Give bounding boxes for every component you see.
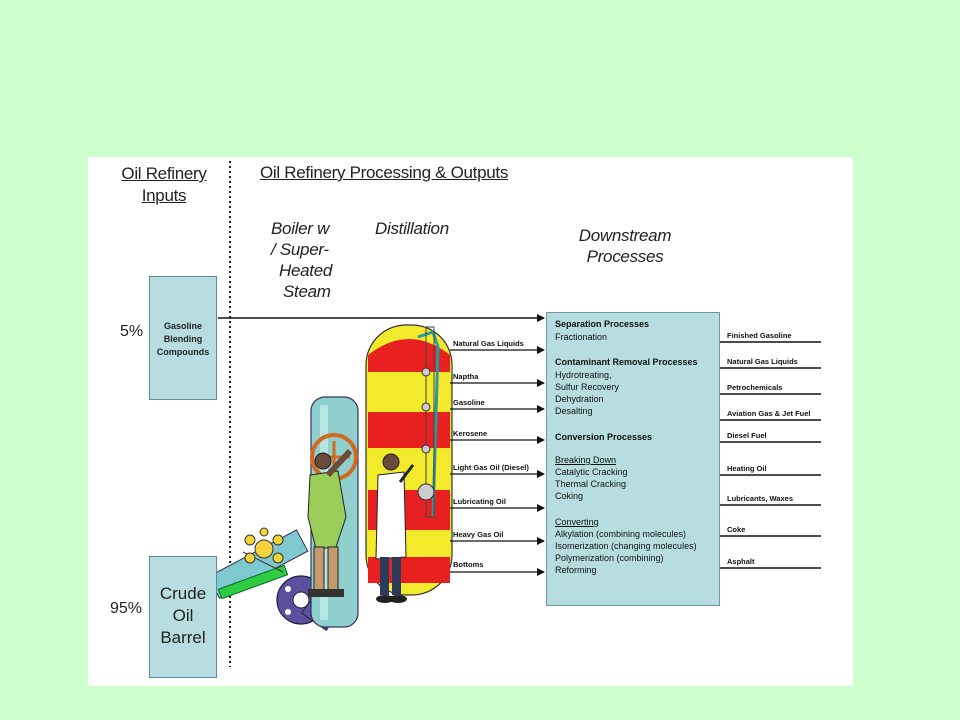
stream-label: Naptha — [453, 372, 479, 381]
stream-label: Light Gas Oil (Diesel) — [453, 463, 529, 472]
process-item: Desalting — [555, 406, 593, 416]
stream-label: Gasoline — [453, 398, 485, 407]
boiler-worker-illustration — [307, 448, 353, 597]
output-label: Petrochemicals — [727, 383, 783, 392]
inputs-header: Oil Refinery Inputs — [110, 163, 218, 207]
output-label: Lubricants, Waxes — [727, 494, 793, 503]
distillation-label: Distillation — [375, 219, 449, 238]
stream-label: Heavy Gas Oil — [453, 530, 504, 539]
downstream-label: Downstream Processes — [570, 225, 680, 267]
crude-line1: Crude — [159, 584, 207, 603]
stream-label: Bottoms — [453, 560, 484, 569]
downstream-label-line2: Processes — [586, 247, 664, 266]
crude-oil-barrel-box: Crude Oil Barrel — [149, 556, 217, 678]
process-item: Reforming — [555, 565, 597, 575]
downstream-processes-box: Separation Processes Fractionation Conta… — [546, 312, 720, 606]
output-label: Heating Oil — [727, 464, 767, 473]
blending-line2: Blending — [163, 334, 203, 344]
inputs-header-line2: Inputs — [141, 186, 187, 205]
blending-line1: Gasoline — [163, 321, 202, 331]
process-item: Hydrotreating, — [555, 370, 612, 380]
process-item: Thermal Cracking — [555, 479, 627, 489]
stream-label: Kerosene — [453, 429, 488, 438]
crude-line3: Barrel — [160, 628, 206, 647]
distillation-stream-arrows — [450, 346, 545, 576]
process-heading: Separation Processes — [555, 319, 650, 329]
blending-percent: 5% — [120, 323, 144, 340]
downstream-label-line1: Downstream — [578, 226, 672, 245]
scientist-illustration — [375, 453, 415, 603]
boiler-label-line2: / Super- — [271, 240, 329, 259]
inputs-header-line1: Oil Refinery — [121, 164, 207, 183]
stream-label: Natural Gas Liquids — [453, 339, 524, 348]
process-item: Coking — [555, 491, 584, 501]
process-item: Alkylation (combining molecules) — [555, 529, 687, 539]
boiler-label-line1: Boiler w — [271, 219, 330, 238]
process-heading: Contaminant Removal Processes — [555, 357, 698, 367]
process-subheading: Breaking Down — [555, 455, 617, 465]
diagram-panel: Oil Refinery Inputs Oil Refinery Process… — [88, 157, 853, 686]
processing-header: Oil Refinery Processing & Outputs — [260, 163, 509, 182]
process-item: Polymerization (combining) — [555, 553, 664, 563]
process-item: Dehydration — [555, 394, 604, 404]
crude-box-text: Crude Oil Barrel — [150, 583, 216, 649]
process-item: Catalytic Cracking — [555, 467, 628, 477]
process-item: Sulfur Recovery — [555, 382, 620, 392]
boiler-label-line3: Heated — [279, 261, 333, 280]
blending-line3: Compounds — [156, 347, 210, 357]
output-label: Finished Gasoline — [727, 331, 792, 340]
crude-percent: 95% — [110, 600, 143, 617]
boiler-label: Boiler w / Super- Heated Steam — [271, 218, 351, 302]
boiler-label-line4: Steam — [283, 282, 331, 301]
stream-label: Lubricating Oil — [453, 497, 506, 506]
blending-compounds-box: Gasoline Blending Compounds — [149, 276, 217, 400]
output-label: Diesel Fuel — [727, 431, 767, 440]
output-label: Coke — [727, 525, 746, 534]
crude-line2: Oil — [172, 606, 194, 625]
output-label: Asphalt — [727, 557, 755, 566]
blending-box-text: Gasoline Blending Compounds — [150, 320, 216, 359]
output-label: Aviation Gas & Jet Fuel — [727, 409, 811, 418]
process-item: Fractionation — [555, 332, 608, 342]
refinery-graphics — [207, 161, 821, 667]
process-item: Isomerization (changing molecules) — [555, 541, 697, 551]
output-label: Natural Gas Liquids — [727, 357, 798, 366]
output-lines — [720, 341, 821, 569]
process-subheading: Converting — [555, 517, 599, 527]
process-heading: Conversion Processes — [555, 432, 653, 442]
